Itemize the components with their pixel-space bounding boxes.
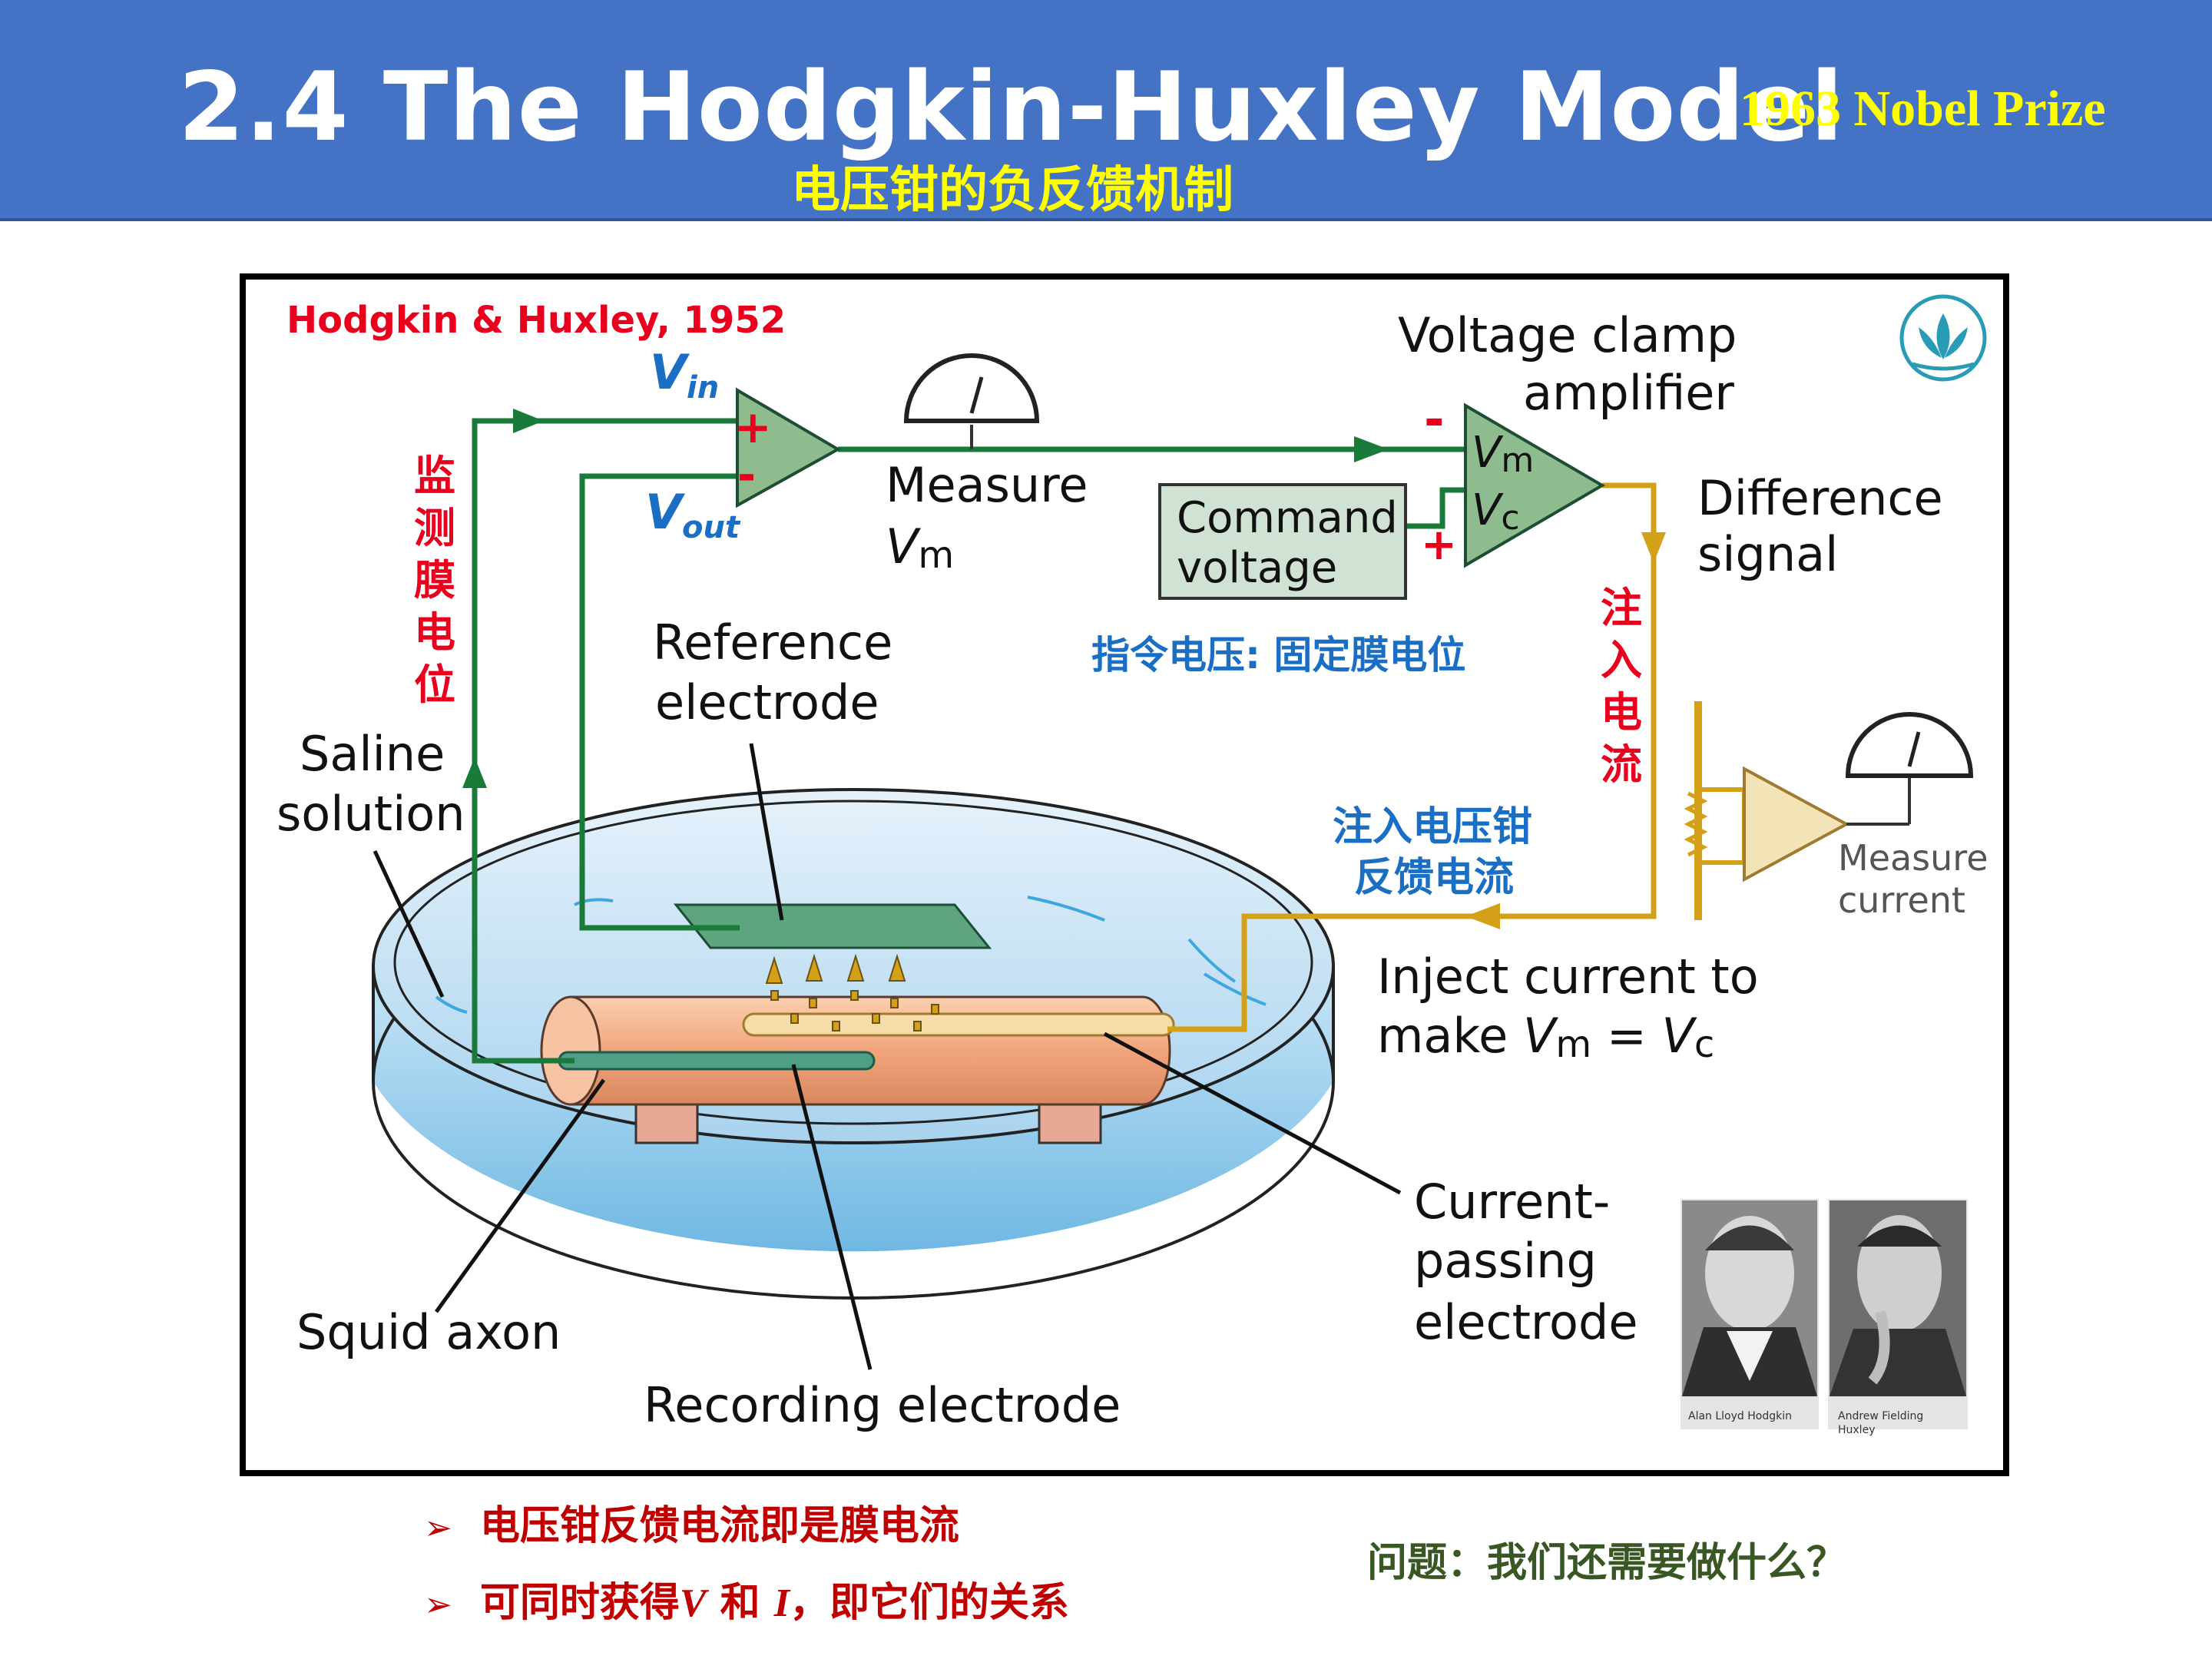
svg-text:监: 监 — [414, 452, 455, 500]
clamp-amp-plus: + — [1421, 520, 1457, 570]
slide-subtitle: 电压钳的负反馈机制 — [791, 162, 1233, 219]
reference-electrode-label-2: electrode — [655, 674, 879, 730]
inject-current-vertical-label: 注 入 电 流 — [1601, 584, 1642, 789]
title-bar: 2.4 The Hodgkin-Huxley Model 电压钳的负反馈机制 1… — [0, 0, 2212, 221]
measure-amp-plus: + — [734, 401, 772, 453]
voltage-clamp-diagram: + - - + Vm Vc Command voltage Hodgkin & … — [276, 294, 1988, 1436]
svg-text:Huxley: Huxley — [1838, 1424, 1875, 1436]
current-passing-label-1: Current- — [1414, 1174, 1610, 1230]
bullet-v-and-i: ➢可同时获得V 和 I，即它们的关系 — [424, 1580, 1070, 1626]
vout-label: Vout — [645, 484, 741, 545]
squid-axon — [540, 995, 1175, 1106]
reference-electrode-label-1: Reference — [653, 614, 892, 671]
voltage-symbol: V — [679, 1581, 707, 1625]
clamp-amp-vm-label: Vm — [1472, 428, 1534, 480]
wire-arrowheads — [462, 409, 1389, 788]
measure-amp-minus: - — [737, 449, 756, 501]
svg-text:入: 入 — [1601, 636, 1642, 684]
question-text: 问题：我们还需要做什么？ — [1367, 1540, 1847, 1586]
bullet-arrow-icon: ➢ — [424, 1508, 452, 1548]
clamp-amp-vc-label: Vc — [1472, 485, 1520, 538]
command-voltage-cn: 指令电压: 固定膜电位 — [1091, 633, 1465, 677]
slide-title: 2.4 The Hodgkin-Huxley Model — [178, 52, 1844, 163]
inject-current-label-2: make Vm = Vc — [1377, 1008, 1714, 1066]
bullet-text: 电压钳反馈电流即是膜电流 — [479, 1503, 959, 1549]
difference-signal-label-1: Difference — [1697, 470, 1943, 526]
clamp-amp-minus: - — [1424, 392, 1445, 449]
feedback-wires — [1167, 482, 1657, 1032]
squid-axon-label: Squid axon — [296, 1304, 561, 1360]
bullet-feedback-current: ➢ 电压钳反馈电流即是膜电流 — [424, 1493, 959, 1551]
svg-text:位: 位 — [414, 661, 455, 709]
citation: Hodgkin & Huxley, 1952 — [286, 299, 786, 342]
current-passing-label-3: electrode — [1414, 1294, 1637, 1350]
svg-text:流: 流 — [1601, 740, 1642, 789]
command-voltage-box — [1158, 483, 1407, 600]
inject-current-label-1: Inject current to — [1377, 949, 1759, 1005]
huxley-portrait: Andrew Fielding Huxley — [1828, 1199, 1968, 1436]
difference-signal-label-2: signal — [1697, 526, 1838, 582]
command-voltage-label-2: voltage — [1177, 543, 1337, 593]
current-symbol: I — [773, 1581, 790, 1625]
recording-electrode-label: Recording electrode — [644, 1377, 1121, 1433]
feedback-current-cn-1: 注入电压钳 — [1333, 804, 1532, 850]
reference-electrode-plate — [673, 903, 992, 949]
measure-vm-label-2: Vm — [886, 518, 954, 577]
svg-text:Alan Lloyd Hodgkin: Alan Lloyd Hodgkin — [1688, 1410, 1792, 1422]
hodgkin-portrait: Alan Lloyd Hodgkin — [1681, 1199, 1819, 1429]
squid-axon-pointer — [434, 1078, 606, 1313]
measure-vm-label-1: Measure — [886, 457, 1088, 513]
voltage-clamp-amplifier — [1464, 402, 1605, 568]
feedback-arrow-down — [1641, 532, 1666, 563]
svg-text:电: 电 — [414, 608, 455, 657]
recording-pointer — [791, 1064, 873, 1370]
saline-solution-label-1: Saline — [300, 726, 445, 782]
svg-text:Andrew Fielding: Andrew Fielding — [1838, 1410, 1923, 1422]
monitor-membrane-potential-label: 监 测 膜 电 位 — [414, 452, 455, 709]
current-flow-arrows — [765, 953, 939, 1031]
nobel-prize-label: 1963 Nobel Prize — [1740, 81, 2106, 137]
measure-amplifier — [736, 387, 842, 508]
voltage-clamp-figure: + - - + Vm Vc Command voltage Hodgkin & … — [240, 273, 2009, 1476]
saline-pointer — [373, 849, 445, 998]
voltage-clamp-label-1: Voltage clamp — [1398, 307, 1737, 363]
feedback-arrow-left — [1465, 903, 1500, 929]
current-passing-label-2: passing — [1414, 1233, 1597, 1289]
lotus-logo — [1899, 294, 1987, 382]
vm-meter-dial — [903, 353, 1040, 449]
svg-text:电: 电 — [1601, 688, 1642, 737]
svg-text:注: 注 — [1601, 584, 1642, 632]
current-passing-pointer — [1103, 1031, 1402, 1195]
measure-current-label-1: Measure — [1838, 837, 1988, 879]
current-meter-dial — [1845, 712, 1974, 778]
reference-pointer — [749, 743, 784, 921]
svg-text:膜: 膜 — [414, 556, 455, 604]
bullet-arrow-icon: ➢ — [424, 1585, 452, 1624]
command-voltage-label-1: Command — [1177, 493, 1398, 543]
saline-solution-label-2: solution — [276, 786, 465, 842]
voltage-clamp-label-2: amplifier — [1523, 365, 1734, 421]
current-meter-assembly — [1684, 701, 1911, 920]
vin-label: Vin — [650, 344, 719, 406]
svg-text:测: 测 — [414, 504, 455, 552]
feedback-current-cn-2: 反馈电流 — [1354, 855, 1514, 901]
measure-current-label-2: current — [1838, 879, 1965, 921]
